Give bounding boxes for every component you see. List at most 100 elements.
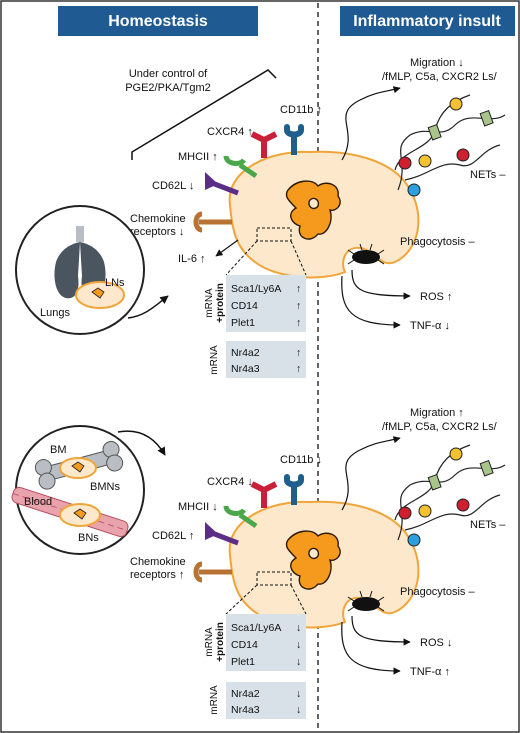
mhcii-receptor-bottom [223, 505, 258, 529]
gene-row-bottom-2: CD14 [231, 639, 258, 651]
nets-dot-red-bottom-1 [398, 506, 412, 520]
tnf-label-bottom: TNF-α ↑ [410, 666, 450, 678]
cd11b-receptor-bottom [284, 474, 304, 505]
gene-arrow-bottom-3: ↓ [296, 656, 301, 668]
gene-row-top-4: Nr4a2 [231, 347, 260, 359]
lungs-circle: LNs Lungs [15, 205, 145, 335]
header-homeostasis: Homeostasis [58, 6, 258, 36]
gene-table-bottom-2: Nr4a2 ↓ Nr4a3 ↓ [226, 682, 306, 719]
cxcr4-receptor-bottom [250, 481, 278, 508]
nets-dot-yellow-bottom-2 [449, 447, 463, 461]
nucleus-top [285, 180, 341, 240]
gene-arrow-top-3: ↑ [296, 317, 301, 329]
chemokine-label-top-1: Chemokine [130, 213, 186, 225]
mhcii-label-bottom: MHCII ↓ [178, 501, 218, 513]
mhcii-receptor-top [223, 155, 258, 179]
bottom-panel: CD11b ↓ CXCR4 ↓ MHCII ↓ CD62L ↑ Chemokin… [130, 407, 506, 719]
nets-dot-red-top-1 [398, 156, 412, 170]
nets-dot-yellow-top-1 [418, 154, 432, 168]
zoom-box-top [256, 227, 292, 242]
gene-arrow-bottom-1: ↓ [296, 622, 301, 634]
gene-arrow-top-2: ↑ [296, 300, 301, 312]
nets-dot-red-top-2 [456, 148, 470, 162]
mrna-label-top-1: mRNA [204, 288, 215, 318]
bacterium-top [352, 250, 380, 264]
gene-arrow-top-1: ↑ [296, 283, 301, 295]
cd62l-label-bottom: CD62L ↑ [152, 530, 194, 542]
chemokine-label-top-2: receptors ↓ [130, 226, 184, 238]
migration-label-bottom-1: Migration ↑ [410, 407, 464, 419]
gene-row-top-3: Plet1 [231, 317, 255, 329]
cxcr4-receptor-top [250, 131, 278, 158]
nets-label-bottom: NETs – [470, 519, 506, 531]
chemokine-receptor-bottom [193, 561, 232, 583]
chemokine-label-bottom-1: Chemokine [130, 556, 186, 568]
header-inflammatory: Inflammatory insult [340, 6, 515, 36]
nets-dot-blue-top [407, 183, 421, 197]
gene-arrow-bottom-5: ↓ [296, 704, 301, 716]
nucleus-bottom [285, 530, 341, 590]
mhcii-label-top: MHCII ↑ [178, 151, 218, 163]
top-panel: CD11b ↑ CXCR4 ↑ MHCII ↑ CD62L ↓ Chemokin… [130, 57, 506, 378]
migration-label-bottom-2: /fMLP, C5a, CXCR2 Ls/ [382, 421, 498, 433]
zoom-box-bottom [256, 571, 292, 586]
svg-text:Homeostasis: Homeostasis [108, 13, 208, 30]
gene-row-top-1: Sca1/Ly6A [231, 283, 281, 295]
gene-table-bottom-1: Sca1/Ly6A ↓ CD14 ↓ Plet1 ↓ [226, 614, 306, 671]
gene-row-bottom-5: Nr4a3 [231, 704, 260, 716]
cd11b-label-bottom: CD11b ↓ [280, 454, 322, 466]
chemokine-label-bottom-2: receptors ↑ [130, 569, 184, 581]
gene-row-top-5: Nr4a3 [231, 363, 260, 375]
gene-table-top-2: Nr4a2 ↑ Nr4a3 ↑ [226, 341, 306, 378]
mrna-label-bottom-2: mRNA [209, 685, 220, 715]
cd62l-label-top: CD62L ↓ [152, 180, 194, 192]
nets-dot-yellow-top-2 [449, 97, 463, 111]
control-bracket: Under control of PGE2/PKA/Tgm2 [125, 68, 277, 160]
nets-dot-yellow-bottom-1 [418, 504, 432, 518]
control-label-line1: Under control of [129, 68, 208, 80]
mrna-label-top-2: mRNA [209, 345, 220, 375]
control-label-line2: PGE2/PKA/Tgm2 [125, 82, 211, 94]
gene-row-top-2: CD14 [231, 300, 258, 312]
ros-label-bottom: ROS ↓ [420, 637, 452, 649]
svg-text:Inflammatory insult: Inflammatory insult [353, 13, 501, 30]
gene-table-top-1: Sca1/Ly6A ↑ CD14 ↑ Plet1 ↑ [226, 275, 306, 332]
phagocytosis-label-top: Phagocytosis – [400, 236, 475, 248]
gene-arrow-top-5: ↑ [296, 363, 301, 375]
phagocytosis-label-bottom: Phagocytosis – [400, 586, 475, 598]
nets-dot-red-bottom-2 [456, 498, 470, 512]
bm-blood-circle: BM BMNs Blood BNs [11, 425, 145, 555]
migration-label-top-2: /fMLP, C5a, CXCR2 Ls/ [382, 71, 498, 83]
blood-label: Blood [24, 496, 52, 508]
gene-row-bottom-4: Nr4a2 [231, 688, 260, 700]
tnf-label-top: TNF-α ↓ [410, 320, 450, 332]
mrna-label-bottom-1: mRNA [204, 627, 215, 657]
gene-row-bottom-1: Sca1/Ly6A [231, 622, 281, 634]
cd11b-label-top: CD11b ↑ [280, 104, 322, 116]
cd62l-receptor-bottom [205, 522, 239, 546]
bm-label: BM [50, 444, 67, 456]
cd62l-receptor-top [205, 172, 239, 196]
nets-bar-top-1 [427, 124, 442, 141]
bmns-label: BMNs [90, 481, 120, 493]
protein-label-bottom: +protein [215, 622, 226, 662]
cd11b-receptor-top [284, 124, 304, 155]
cxcr4-label-top: CXCR4 ↑ [207, 126, 253, 138]
nets-bar-bottom-2 [479, 460, 494, 477]
nets-dot-blue-bottom [407, 533, 421, 547]
gene-row-bottom-3: Plet1 [231, 656, 255, 668]
lns-label: LNs [105, 277, 125, 289]
bns-label: BNs [78, 532, 99, 544]
nets-bar-top-2 [479, 110, 494, 127]
bacterium-bottom [352, 597, 380, 611]
il6-label-top: IL-6 ↑ [178, 253, 206, 265]
nets-label-top: NETs – [470, 169, 506, 181]
ros-label-top: ROS ↑ [420, 291, 452, 303]
protein-label-top: +protein [215, 283, 226, 323]
migration-label-top-1: Migration ↓ [410, 57, 464, 69]
gene-arrow-bottom-4: ↓ [296, 688, 301, 700]
chemokine-receptor-top [193, 211, 232, 233]
cxcr4-label-bottom: CXCR4 ↓ [207, 476, 253, 488]
